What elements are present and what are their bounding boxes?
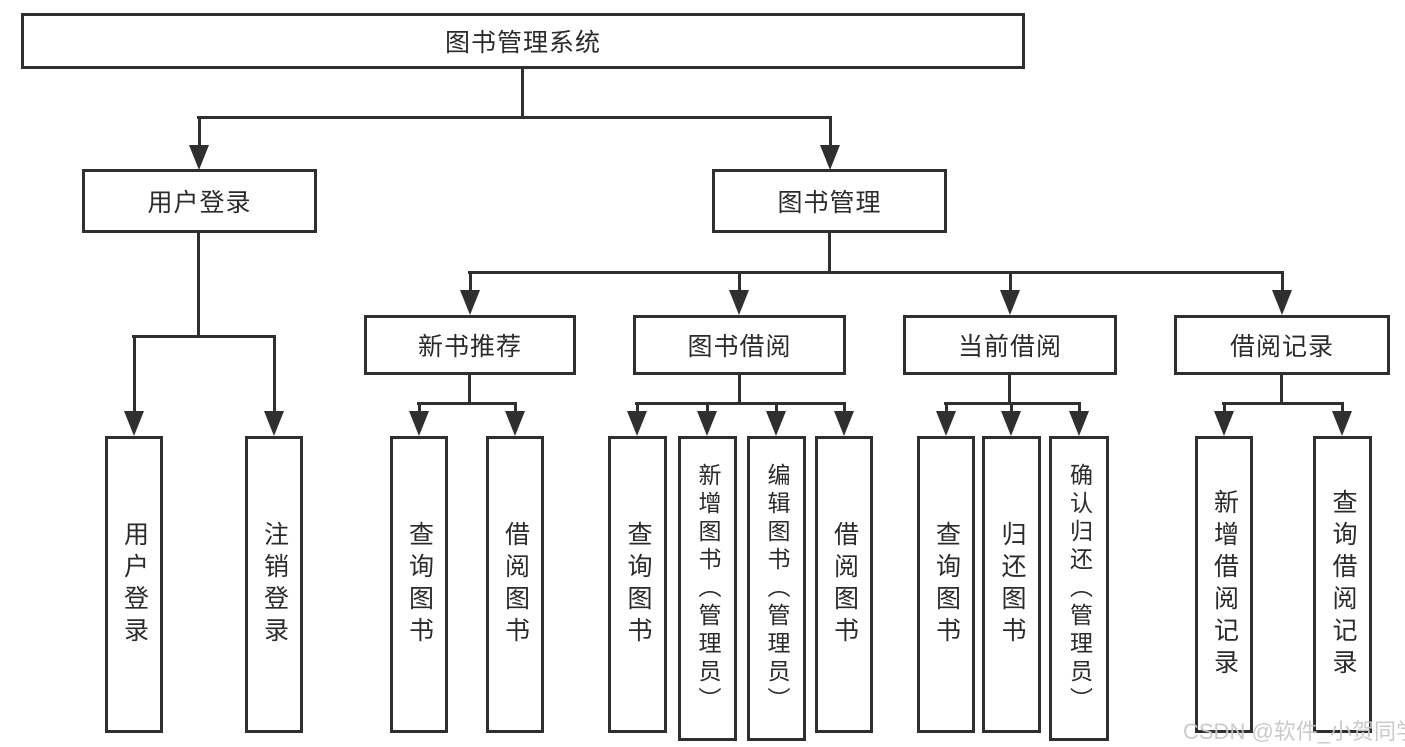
- connector-vline-3: [468, 375, 471, 405]
- connector-arrow-stem-14: [945, 402, 948, 414]
- connector-hline-4: [635, 402, 846, 405]
- arrow-down-icon-14: [936, 411, 956, 436]
- connector-hline-1: [468, 271, 1283, 274]
- arrow-down-icon-17: [1214, 411, 1234, 436]
- arrow-down-icon-10: [627, 411, 647, 436]
- node-root: 图书管理系统: [21, 13, 1025, 69]
- node-current-borrow: 当前借阅: [903, 315, 1117, 375]
- connector-arrow-stem-10: [636, 402, 639, 414]
- leaf-add-books-admin: 新增图书（管理员）: [678, 436, 737, 741]
- connector-arrow-stem-5: [1281, 271, 1284, 293]
- connector-arrow-stem-18: [1341, 402, 1344, 414]
- arrow-down-icon-12: [766, 411, 786, 436]
- node-book-borrow: 图书借阅: [633, 315, 846, 375]
- connector-hline-0: [197, 116, 831, 119]
- leaf-user-login-label: 用户登录: [120, 520, 149, 649]
- node-book-management-label: 图书管理: [777, 189, 882, 217]
- node-current-borrow-label: 当前借阅: [957, 333, 1062, 361]
- connector-arrow-stem-15: [1010, 402, 1013, 414]
- leaf-logout: 注销登录: [245, 436, 303, 733]
- leaf-borrow-books-2-label: 借阅图书: [830, 520, 859, 649]
- node-new-book-recommend: 新书推荐: [364, 315, 576, 375]
- leaf-borrow-books-1: 借阅图书: [486, 436, 544, 733]
- connector-vline-5: [1008, 375, 1011, 405]
- connector-vline-1: [197, 233, 200, 338]
- arrow-down-icon-6: [124, 411, 144, 436]
- leaf-query-borrow-record: 查询借阅记录: [1313, 436, 1372, 733]
- connector-arrow-stem-4: [1009, 271, 1012, 293]
- connector-arrow-stem-1: [829, 116, 832, 148]
- connector-arrow-stem-13: [843, 402, 846, 414]
- node-borrow-records: 借阅记录: [1174, 315, 1390, 375]
- node-user-login: 用户登录: [82, 169, 317, 233]
- node-user-login-label: 用户登录: [147, 189, 252, 217]
- leaf-return-books-label: 归还图书: [998, 520, 1026, 649]
- arrow-down-icon-18: [1332, 411, 1352, 436]
- arrow-down-icon-9: [505, 411, 525, 436]
- leaf-query-borrow-record-label: 查询借阅记录: [1329, 488, 1357, 681]
- connector-vline-4: [738, 375, 741, 405]
- connector-arrow-stem-11: [706, 402, 709, 414]
- leaf-query-books-3-label: 查询图书: [932, 520, 961, 649]
- connector-arrow-stem-0: [198, 116, 201, 148]
- leaf-query-books-2-label: 查询图书: [624, 520, 652, 649]
- leaf-add-borrow-record-label: 新增借阅记录: [1210, 488, 1239, 681]
- node-book-borrow-label: 图书借阅: [687, 333, 792, 361]
- connector-arrow-stem-12: [775, 402, 778, 414]
- leaf-query-books-1: 查询图书: [390, 436, 448, 733]
- leaf-logout-label: 注销登录: [260, 520, 289, 649]
- arrow-down-icon-4: [1000, 290, 1020, 315]
- connector-vline-2: [828, 233, 831, 274]
- connector-hline-6: [1222, 402, 1344, 405]
- arrow-down-icon-1: [820, 145, 840, 170]
- leaf-confirm-return-admin-label: 确认归还（管理员）: [1066, 462, 1093, 715]
- connector-arrow-stem-2: [469, 271, 472, 293]
- arrow-down-icon-16: [1069, 411, 1089, 436]
- leaf-edit-books-admin: 编辑图书（管理员）: [747, 436, 806, 741]
- leaf-edit-books-admin-label: 编辑图书（管理员）: [764, 462, 790, 715]
- arrow-down-icon-2: [460, 290, 480, 315]
- leaf-query-books-3: 查询图书: [917, 436, 975, 733]
- connector-arrow-stem-17: [1223, 402, 1226, 414]
- leaf-query-books-1-label: 查询图书: [405, 520, 434, 649]
- leaf-borrow-books-2: 借阅图书: [815, 436, 873, 733]
- csdn-watermark: CSDN @软件_小贺同学: [1183, 719, 1405, 744]
- node-book-management: 图书管理: [712, 169, 947, 233]
- node-new-book-recommend-label: 新书推荐: [417, 333, 522, 361]
- connector-hline-3: [417, 402, 517, 405]
- leaf-return-books: 归还图书: [982, 436, 1041, 733]
- connector-arrow-stem-9: [514, 402, 517, 414]
- connector-vline-0: [521, 69, 524, 119]
- arrow-down-icon-0: [189, 145, 209, 170]
- leaf-query-books-2: 查询图书: [608, 436, 667, 733]
- leaf-borrow-books-1-label: 借阅图书: [501, 520, 530, 649]
- arrow-down-icon-15: [1001, 411, 1021, 436]
- connector-hline-2: [132, 335, 276, 338]
- arrow-down-icon-5: [1272, 290, 1292, 315]
- arrow-down-icon-7: [264, 411, 284, 436]
- connector-arrow-stem-8: [418, 402, 421, 414]
- arrow-down-icon-11: [697, 411, 717, 436]
- node-root-label: 图书管理系统: [444, 29, 601, 57]
- connector-arrow-stem-6: [133, 335, 136, 414]
- leaf-confirm-return-admin: 确认归还（管理员）: [1049, 436, 1109, 741]
- arrow-down-icon-13: [834, 411, 854, 436]
- arrow-down-icon-3: [729, 290, 749, 315]
- leaf-add-books-admin-label: 新增图书（管理员）: [695, 462, 721, 715]
- leaf-user-login: 用户登录: [105, 436, 163, 733]
- connector-arrow-stem-7: [273, 335, 276, 414]
- leaf-add-borrow-record: 新增借阅记录: [1195, 436, 1253, 733]
- connector-arrow-stem-16: [1078, 402, 1081, 414]
- arrow-down-icon-8: [409, 411, 429, 436]
- connector-arrow-stem-3: [738, 271, 741, 293]
- connector-vline-6: [1280, 375, 1283, 405]
- node-borrow-records-label: 借阅记录: [1229, 333, 1334, 361]
